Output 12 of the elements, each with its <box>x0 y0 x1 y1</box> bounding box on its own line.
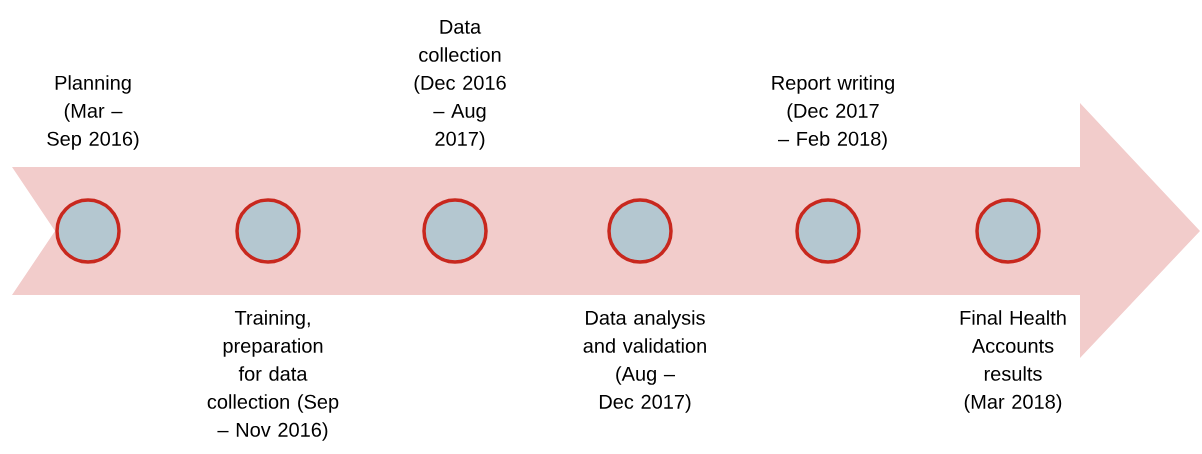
milestone-label: Data analysis and validation (Aug – Dec 2017) <box>583 310 706 413</box>
milestone-circle <box>607 198 673 264</box>
milestone-label: Planning (Mar – Sep 2016) <box>47 75 139 150</box>
milestone-circle <box>235 198 301 264</box>
milestone-label: Report writing (Dec 2017 – Feb 2018) <box>772 75 894 150</box>
milestone-circle <box>55 198 121 264</box>
milestone-label: Training, preparation for data collection (Sep – Nov 2016) <box>207 310 339 441</box>
milestone-circle <box>795 198 861 264</box>
milestone-label: Final Health Accounts results (Mar 2018) <box>960 310 1066 413</box>
milestone-circle <box>975 198 1041 264</box>
milestone-label: Data collection (Dec 2016 – Aug 2017) <box>414 19 506 150</box>
milestone-circle <box>422 198 488 264</box>
